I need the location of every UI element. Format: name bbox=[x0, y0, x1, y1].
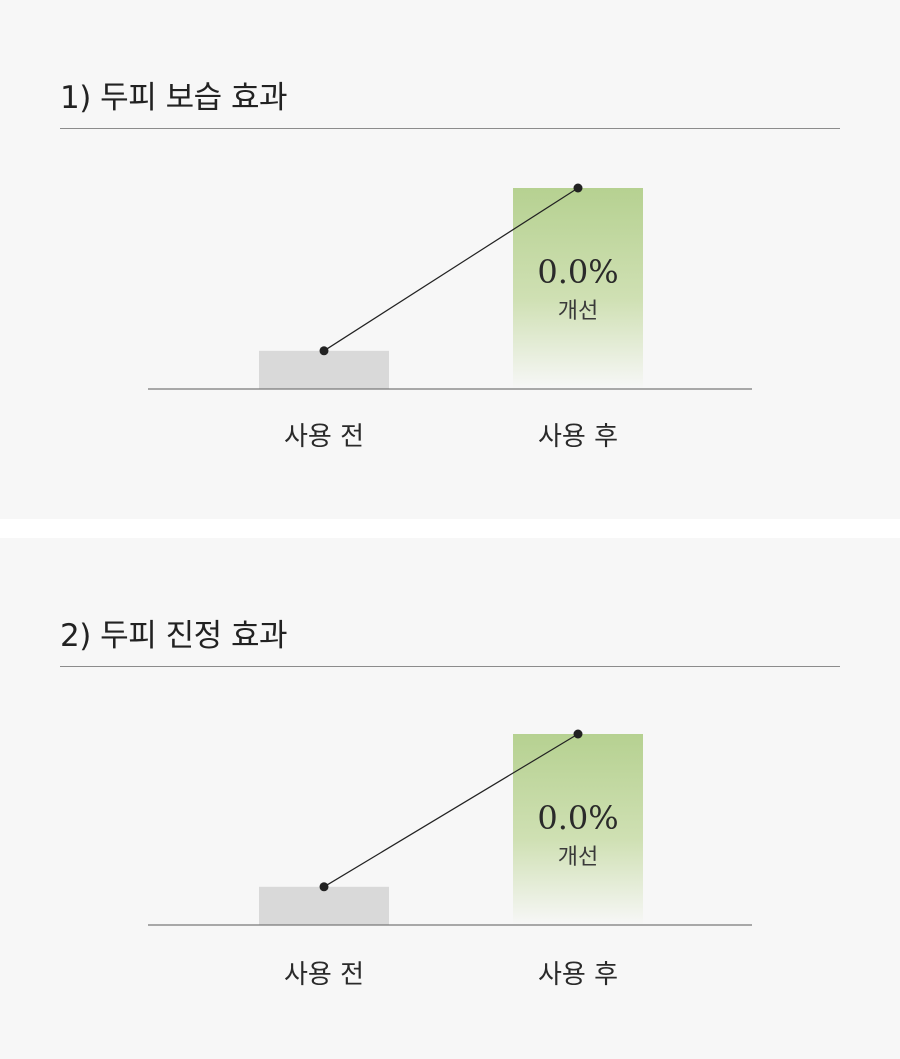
chart-title: 2) 두피 진정 효과 bbox=[60, 618, 288, 654]
data-point-before bbox=[319, 882, 329, 892]
bar-chart-soothing: 사용 전 사용 후 0.0% 개선 bbox=[148, 729, 752, 990]
improvement-percent: 0.0% bbox=[537, 253, 618, 291]
data-point-after bbox=[573, 183, 583, 193]
bar-before bbox=[259, 350, 389, 389]
improvement-percent: 0.0% bbox=[537, 799, 618, 837]
data-point-before bbox=[319, 346, 329, 356]
improvement-label: 개선 bbox=[558, 299, 598, 324]
bar-after bbox=[513, 188, 643, 389]
bar-chart-moisture: 사용 전 사용 후 0.0% 개선 bbox=[148, 183, 752, 452]
bar-before bbox=[259, 886, 389, 925]
x-tick-label-before: 사용 전 bbox=[284, 422, 364, 452]
chart-panel-moisture: 1) 두피 보습 효과 사용 전 사용 후 0.0% 개선 bbox=[0, 0, 900, 519]
trend-connector-line bbox=[323, 733, 579, 888]
improvement-label: 개선 bbox=[558, 845, 598, 870]
title-divider bbox=[60, 666, 840, 667]
x-tick-label-before: 사용 전 bbox=[284, 960, 364, 990]
chart-title: 1) 두피 보습 효과 bbox=[60, 80, 288, 116]
chart-panel-soothing: 2) 두피 진정 효과 사용 전 사용 후 0.0% 개선 bbox=[0, 538, 900, 1059]
title-divider bbox=[60, 128, 840, 129]
data-point-after bbox=[573, 729, 583, 739]
trend-connector-line bbox=[323, 187, 579, 352]
x-tick-label-after: 사용 후 bbox=[538, 422, 618, 452]
x-tick-label-after: 사용 후 bbox=[538, 960, 618, 990]
bar-after bbox=[513, 734, 643, 925]
